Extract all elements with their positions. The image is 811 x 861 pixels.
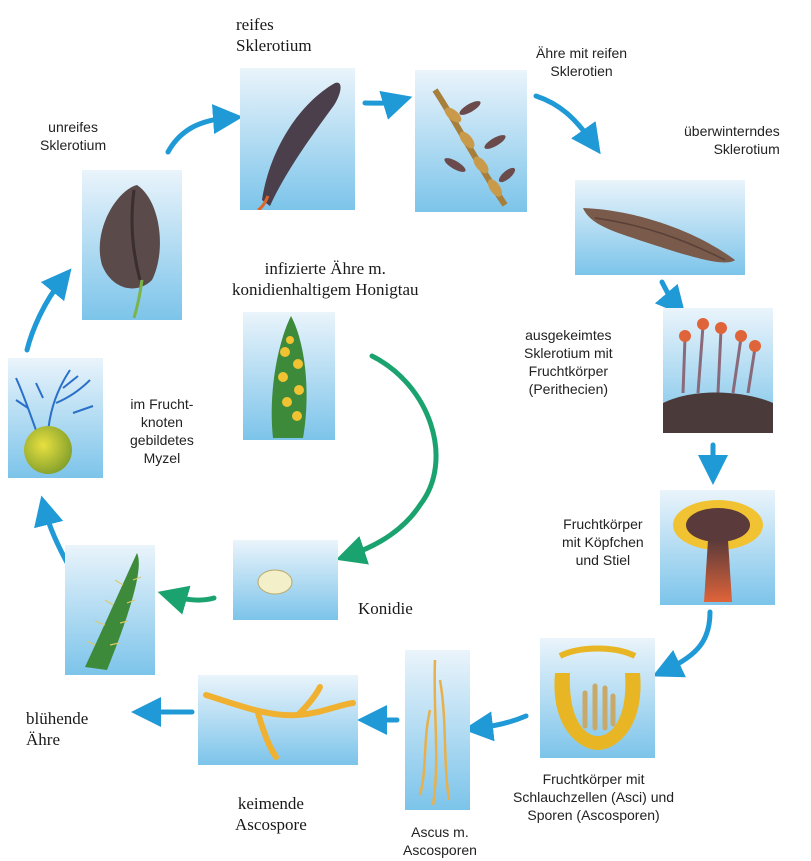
card-ueberwinterndes-sklerotium <box>575 180 745 275</box>
card-aehre-reife-sklerotien <box>415 70 527 212</box>
label-keimende-ascospore: keimende Ascospore <box>235 793 307 835</box>
card-reifes-sklerotium <box>240 68 355 210</box>
label-konidie: Konidie <box>358 598 413 619</box>
arrow-asci-to-ascus <box>478 716 526 728</box>
card-fruchtkoerper-koepfchen <box>660 490 775 605</box>
card-unreifes-sklerotium <box>82 170 182 320</box>
arrow-aehre-to-ueberwintert <box>536 96 592 142</box>
card-ascus <box>405 650 470 810</box>
label-ueberwinterndes-sklerotium: überwinterndes Sklerotium <box>684 122 780 158</box>
arrow-koepfchen-to-asci <box>666 612 710 670</box>
label-fruchtkoerper-asci: Fruchtkörper mit Schlauchzellen (Asci) u… <box>513 770 674 824</box>
card-myzel-fruchtknoten <box>8 358 103 478</box>
arrow-ueberwintert-to-ausgekeimt <box>662 282 676 305</box>
arrow-unreif-to-reif <box>168 118 228 152</box>
card-konidie <box>233 540 338 620</box>
label-ascus: Ascus m. Ascosporen <box>403 823 477 859</box>
label-bluehende-aehre: blühende Ähre <box>26 708 88 750</box>
arrow-konidie-to-bluehend <box>172 596 214 600</box>
label-myzel-fruchtknoten: im Frucht- knoten gebildetes Myzel <box>130 395 194 467</box>
card-fruchtkoerper-asci <box>540 638 655 758</box>
label-fruchtkoerper-koepfchen: Fruchtkörper mit Köpfchen und Stiel <box>562 515 644 569</box>
arrow-honigtau-to-konidie <box>350 356 436 555</box>
card-bluehende-aehre <box>65 545 155 675</box>
card-keimende-ascospore <box>198 675 358 765</box>
label-infizierte-aehre: infizierte Ähre m. konidienhaltigem Honi… <box>232 258 419 300</box>
card-ausgekeimtes-sklerotium <box>663 308 773 433</box>
label-reifes-sklerotium: reifes Sklerotium <box>236 14 312 56</box>
card-infizierte-aehre <box>243 312 335 440</box>
label-ausgekeimtes-sklerotium: ausgekeimtes Sklerotium mit Fruchtkörper… <box>524 326 613 398</box>
arrow-reif-to-aehre <box>365 101 398 103</box>
label-unreifes-sklerotium: unreifes Sklerotium <box>40 118 106 154</box>
label-aehre-reife-sklerotien: Ähre mit reifen Sklerotien <box>536 44 627 80</box>
arrow-myzel-to-unreif <box>27 280 62 350</box>
